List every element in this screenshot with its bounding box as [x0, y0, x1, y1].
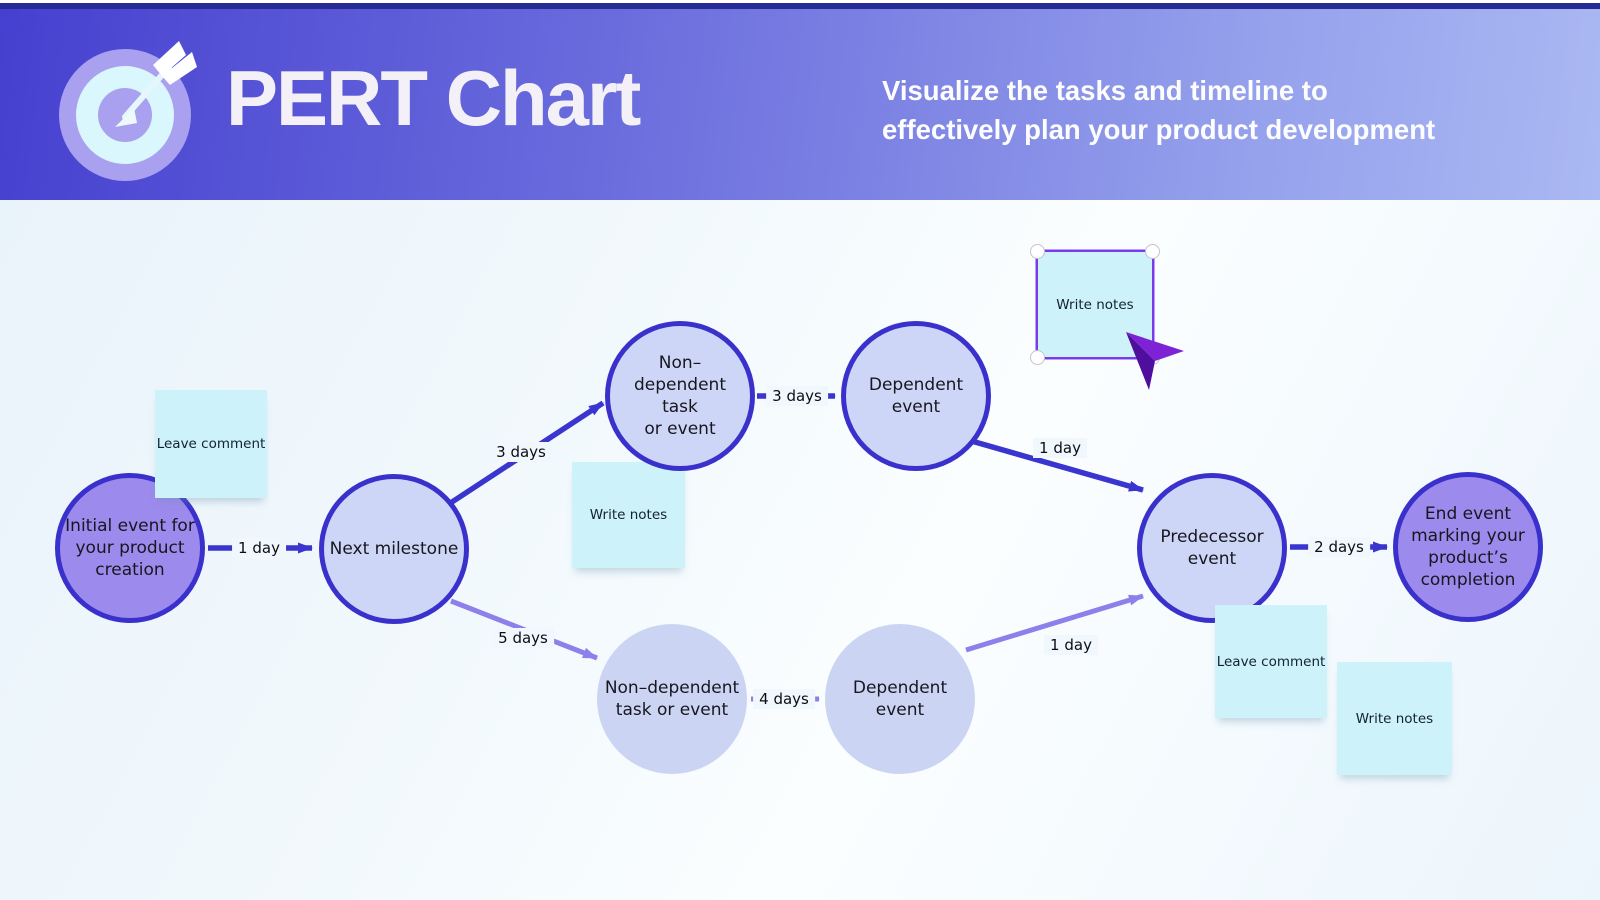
edge-label-4-days[interactable]: 4 days: [753, 689, 815, 709]
node-end-event[interactable]: End event marking your product’s complet…: [1393, 472, 1543, 622]
sticky-note-label: Write notes: [1355, 710, 1434, 727]
node-label: Non– dependent task or event: [634, 352, 726, 440]
diagram-canvas[interactable]: Initial event for your product creation …: [0, 200, 1600, 900]
selection-handle-bottom-left[interactable]: [1030, 350, 1045, 365]
node-initial-event[interactable]: Initial event for your product creation: [55, 473, 205, 623]
node-label: Initial event for your product creation: [65, 515, 195, 581]
node-dependent-event-bottom[interactable]: Dependent event: [825, 624, 975, 774]
sticky-note-label: Write notes: [589, 507, 668, 523]
header-banner: PERT Chart Visualize the tasks and timel…: [0, 3, 1600, 200]
edge-label-5-days[interactable]: 5 days: [492, 628, 554, 648]
selection-handle-top-left[interactable]: [1030, 244, 1045, 259]
sticky-note-label: Write notes: [1056, 296, 1134, 313]
node-nondependent-task-bottom[interactable]: Non–dependent task or event: [597, 624, 747, 774]
node-predecessor-event[interactable]: Predecessor event: [1137, 473, 1287, 623]
node-nondependent-task-top[interactable]: Non– dependent task or event: [605, 321, 755, 471]
edge-label-1-day[interactable]: 1 day: [1033, 438, 1087, 458]
edge-dependent-top-to-predecessor[interactable]: [967, 437, 1144, 493]
target-with-arrow-icon: [59, 41, 197, 181]
edge-dependent-bottom-to-predecessor[interactable]: [965, 593, 1144, 653]
node-label: Next milestone: [329, 538, 459, 559]
header-subtitle: Visualize the tasks and timeline to effe…: [882, 75, 1436, 146]
sticky-note-write-notes[interactable]: Write notes: [572, 462, 685, 568]
node-dependent-event-top[interactable]: Dependent event: [841, 321, 991, 471]
selection-handle-top-right[interactable]: [1145, 244, 1160, 259]
node-label: Dependent event: [868, 374, 964, 417]
edge-label-1-day[interactable]: 1 day: [232, 538, 286, 558]
edge-label-2-days[interactable]: 2 days: [1308, 537, 1370, 557]
node-label: Dependent event: [852, 677, 948, 720]
sticky-note-label: Leave comment: [156, 436, 266, 452]
node-label: Non–dependent task or event: [604, 677, 740, 720]
node-label: End event marking your product’s complet…: [1411, 503, 1525, 591]
sticky-note-leave-comment[interactable]: Leave comment: [1215, 605, 1327, 718]
edge-label-1-day[interactable]: 1 day: [1044, 635, 1098, 655]
cursor-pointer-icon: [1126, 332, 1184, 390]
edge-label-3-days[interactable]: 3 days: [490, 442, 552, 462]
edge-label-3-days[interactable]: 3 days: [766, 386, 828, 406]
sticky-note-label: Leave comment: [1216, 653, 1326, 670]
page-title: PERT Chart: [226, 54, 641, 142]
node-label: Predecessor event: [1160, 526, 1264, 569]
sticky-note-write-notes[interactable]: Write notes: [1337, 662, 1452, 775]
node-next-milestone[interactable]: Next milestone: [319, 474, 469, 624]
sticky-note-leave-comment[interactable]: Leave comment: [155, 390, 267, 498]
